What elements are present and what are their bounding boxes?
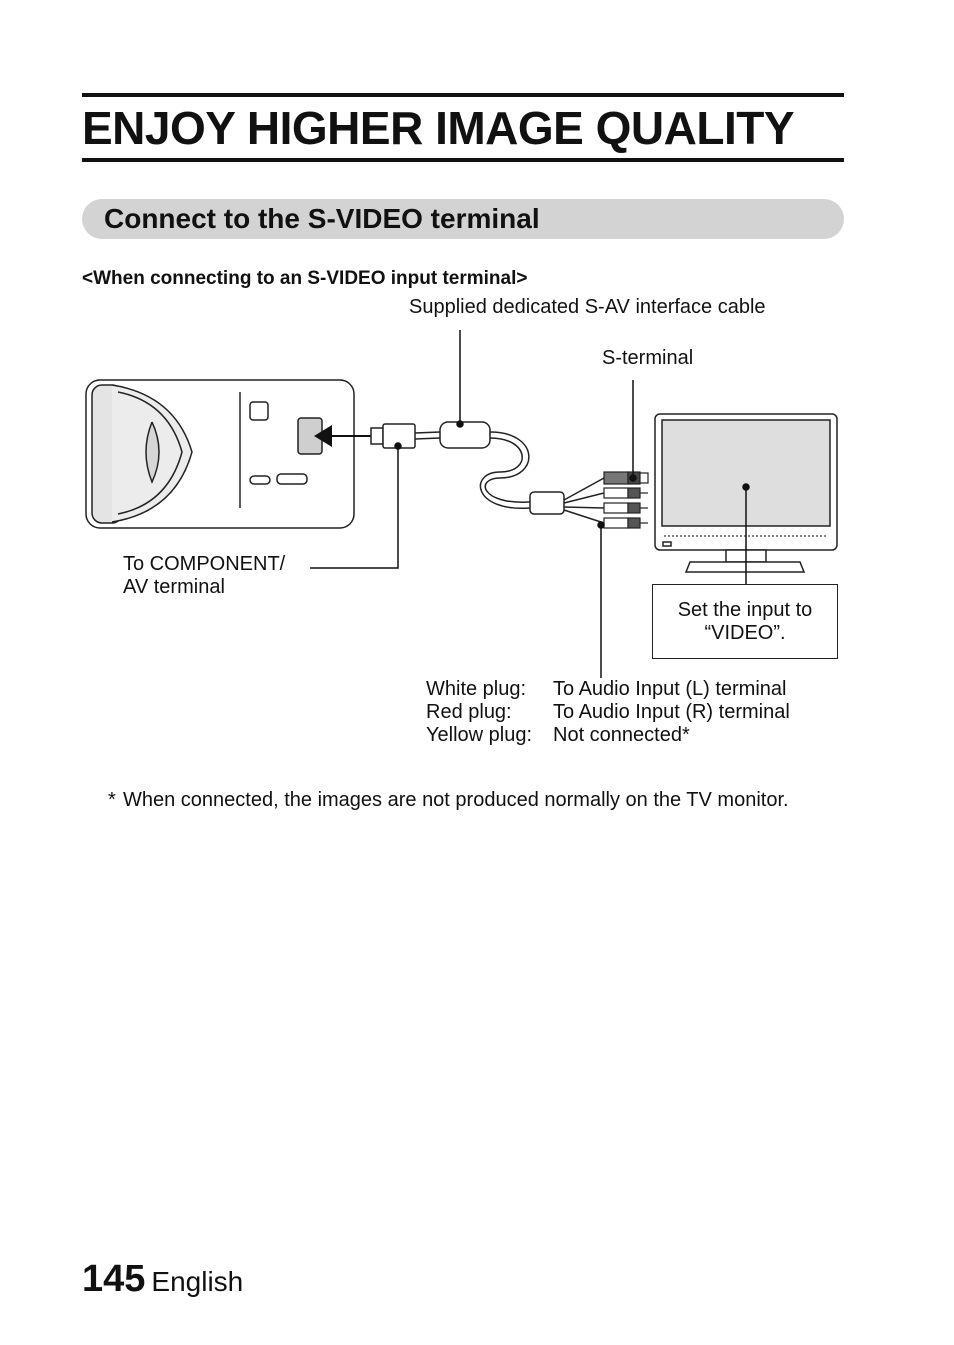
connection-diagram: [85, 330, 838, 678]
title-rule-top: [82, 93, 844, 97]
title-rule-bottom: [82, 158, 844, 162]
plug-name: Yellow plug:: [426, 724, 533, 746]
leader-lines: [310, 330, 750, 678]
plug-name: Red plug:: [426, 701, 512, 723]
subheading: <When connecting to an S-VIDEO input ter…: [82, 268, 528, 289]
plug-target: To Audio Input (R) terminal: [553, 701, 790, 723]
tv-note-line2: “VIDEO”.: [704, 622, 786, 644]
component-label-line1: To COMPONENT/: [123, 553, 286, 575]
connection-arrow: [314, 425, 372, 447]
s-terminal-label: S-terminal: [602, 347, 694, 369]
av-cable: [370, 421, 605, 524]
plug-target: Not connected*: [553, 724, 690, 746]
component-label-line2: AV terminal: [123, 576, 225, 598]
language-label: English: [151, 1266, 244, 1297]
section-title: Connect to the S-VIDEO terminal: [104, 203, 540, 234]
page-title: ENJOY HIGHER IMAGE QUALITY: [82, 102, 795, 154]
cable-label: Supplied dedicated S-AV interface cable: [409, 296, 766, 318]
plug-name: White plug:: [426, 678, 527, 700]
tv-input-note: Set the input to “VIDEO”.: [652, 584, 838, 659]
plug-target: To Audio Input (L) terminal: [553, 678, 787, 700]
camcorder-illustration: [85, 379, 355, 529]
page-number: 145: [82, 1258, 146, 1300]
section-header: Connect to the S-VIDEO terminal: [82, 199, 844, 239]
plug-connectors: [603, 471, 649, 529]
footnote-marker: *: [108, 789, 116, 811]
footnote-text: When connected, the images are not produ…: [123, 789, 789, 811]
footnote: * When connected, the images are not pro…: [108, 787, 808, 813]
tv-note-line1: Set the input to: [677, 599, 813, 621]
